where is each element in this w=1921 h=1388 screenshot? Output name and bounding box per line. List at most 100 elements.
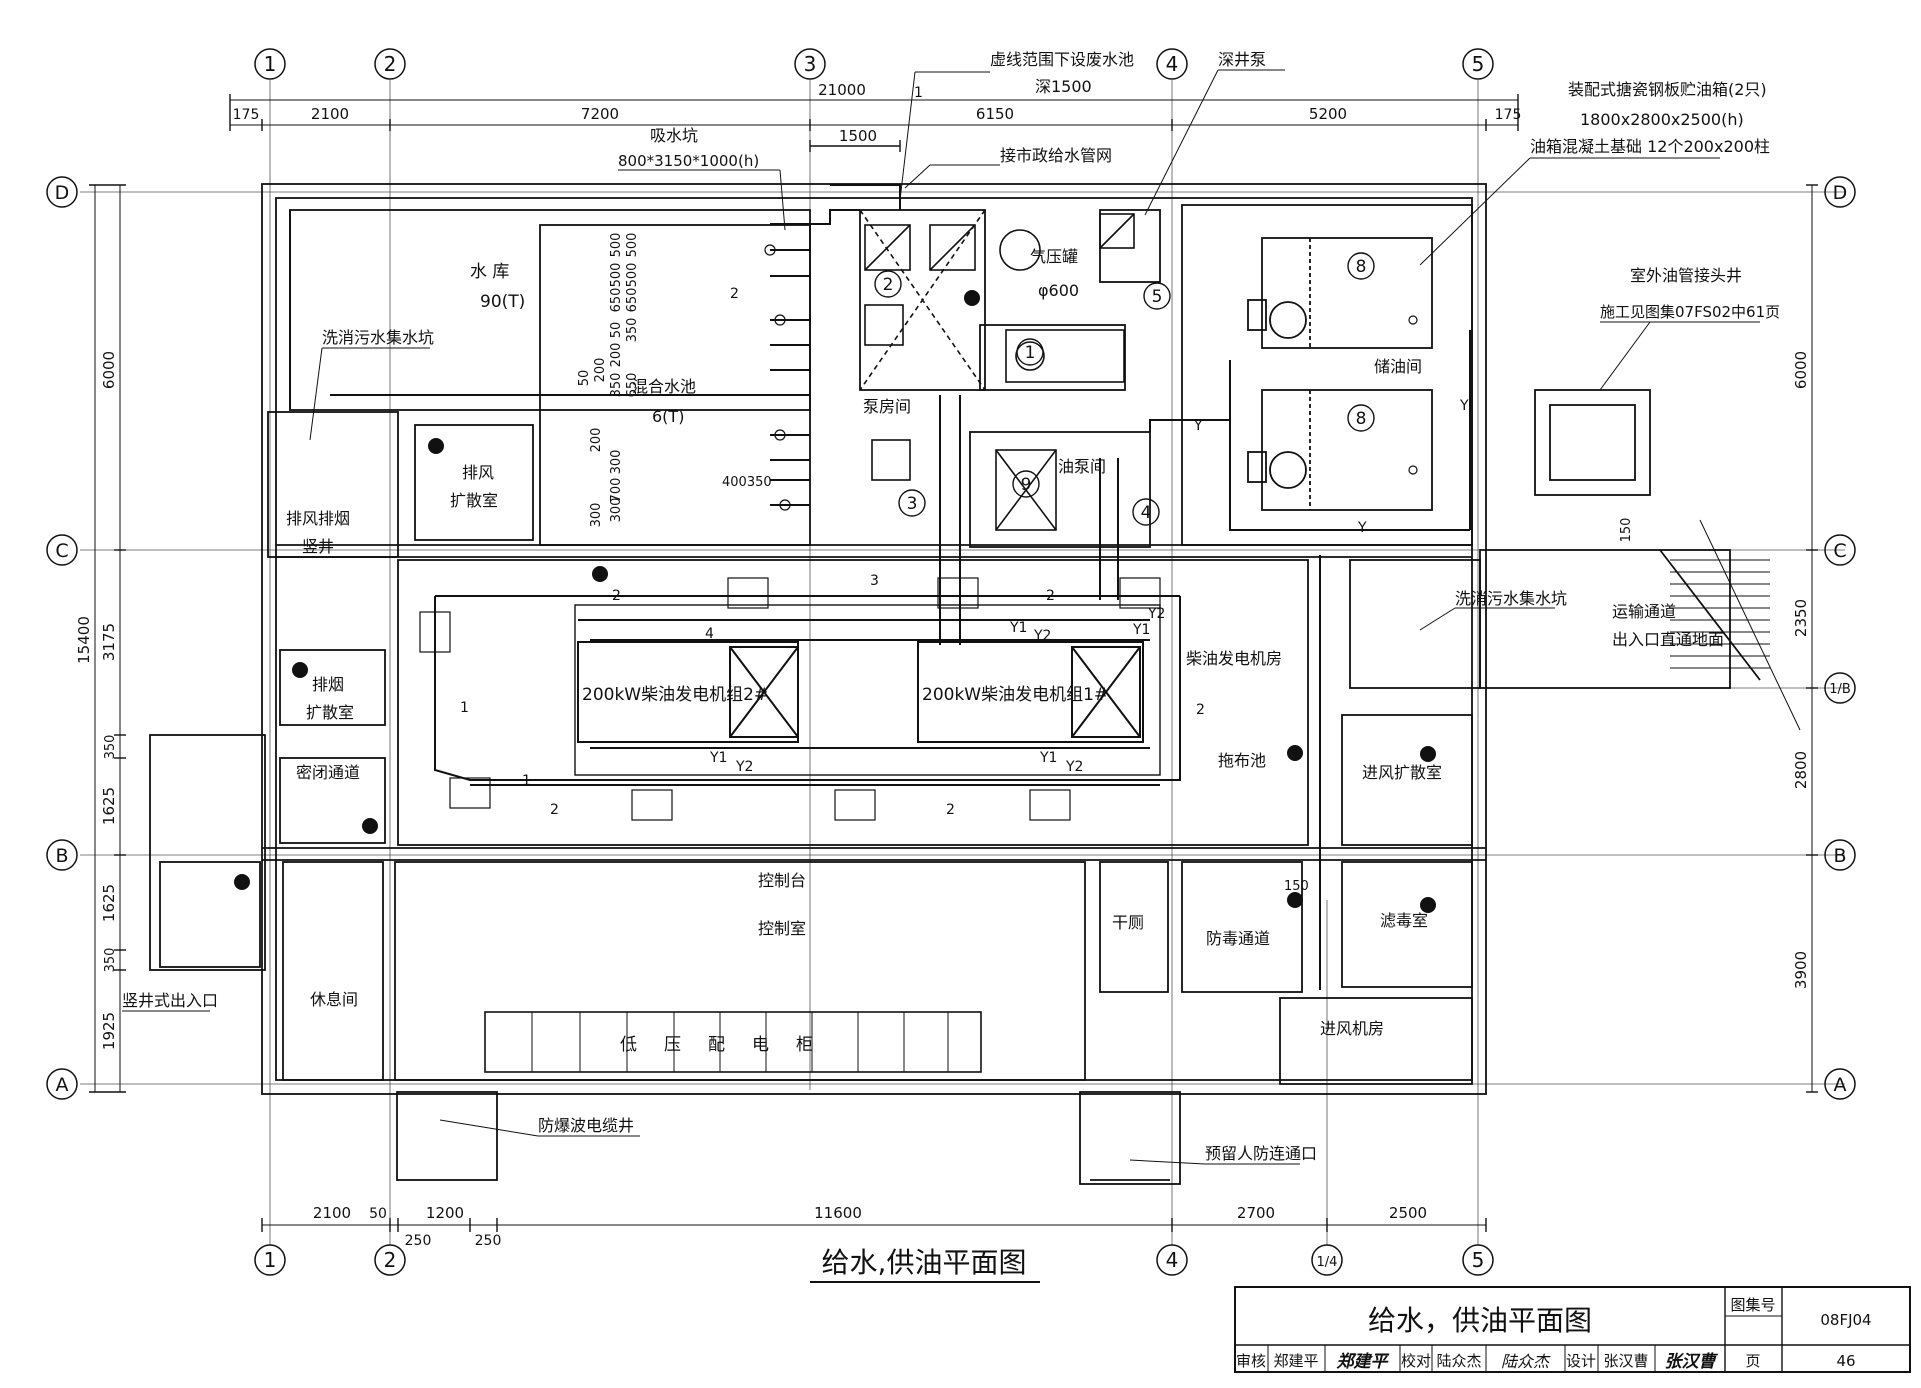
axis-bubble-right-D: D [1824,176,1856,208]
dim-left-1625b: 1625 [100,884,118,922]
label-pressure-tank: 气压罐 [1030,247,1078,266]
checker-signature: 陆众杰 [1501,1352,1551,1371]
label-mixing-pool-cap: 6(T) [652,407,684,426]
label-pump-room: 泵房间 [863,397,911,416]
label-gen2: 200kW柴油发电机组2# [582,685,768,705]
label-generator-room: 柴油发电机房 [1186,649,1282,668]
title-block-main-title: 给水，供油平面图 [1368,1304,1592,1337]
label-water-tank: 水 库 [470,262,509,282]
oil-tank-top [1261,237,1433,349]
svg-text:A: A [1834,1074,1847,1096]
axis-bubble-bottom-4: 4 [1156,1244,1188,1276]
axis-bubble-bottom-2: 2 [374,1244,406,1276]
svg-text:C: C [1833,540,1846,562]
svg-text:200: 200 [589,428,604,453]
dimension-bottom: 2100 50 1200 11600 2700 2500 250 250 [261,1204,1487,1249]
svg-text:电: 电 [752,1035,769,1055]
axis-bubble-left-C: C [46,534,78,566]
designer-role: 设计 [1566,1352,1596,1370]
svg-text:Y1: Y1 [1009,620,1027,636]
svg-text:柜: 柜 [796,1035,813,1055]
label-oil-tank: 装配式搪瓷钢板贮油箱(2只) [1568,80,1767,99]
svg-text:Y2: Y2 [1147,606,1165,622]
axis-bubble-top-1: 1 [254,48,286,80]
designer-signature: 张汉曹 [1665,1352,1719,1372]
svg-text:4: 4 [1166,52,1179,76]
label-smoke-exp: 排烟 [312,675,344,694]
dimension-top: 21000 175 2100 7200 6150 5200 175 1500 [229,81,1522,152]
axis-bubble-top-4: 4 [1156,48,1188,80]
svg-text:3: 3 [804,52,817,76]
axis-bubble-top-2: 2 [374,48,406,80]
axis-bubble-top-3: 3 [794,48,826,80]
svg-text:Y1: Y1 [1132,622,1150,638]
mark-5: 5 [1143,282,1171,310]
label-intake-room: 进风机房 [1320,1019,1384,1038]
dim-left-3175: 3175 [100,623,118,661]
pipe-size-stacks: 500 500 500 500 650 650 50 350 200 50 20… [577,233,1309,894]
svg-text:1/B: 1/B [1829,682,1851,697]
dim-bottom-2700: 2700 [1237,1204,1275,1222]
label-oil-tank-size: 1800x2800x2500(h) [1580,110,1744,129]
label-control-room: 控制室 [758,919,806,938]
svg-text:5: 5 [1472,1248,1485,1272]
axis-bubble-left-B: B [46,839,78,871]
svg-text:1: 1 [1025,343,1036,363]
svg-text:A: A [56,1074,69,1096]
label-sewage-pit-left: 洗消污水集水坑 [322,328,434,347]
dim-top-6150: 6150 [976,105,1014,123]
label-reserved-door: 预留人防连通口 [1205,1144,1317,1163]
checker-role: 校对 [1401,1352,1431,1370]
oil-joint-well [1534,389,1651,496]
label-oil-storage: 储油间 [1374,357,1422,376]
mark-1: 1 [1016,338,1044,366]
label-water-tank-cap: 90(T) [480,292,525,312]
svg-text:700: 700 [609,478,624,503]
dim-top-175-left: 175 [233,107,260,123]
svg-text:低: 低 [620,1035,637,1055]
axis-bubble-left-D: D [46,176,78,208]
oil-tanks [1247,237,1651,511]
column-bubbles-bottom: 1 2 4 1/4 5 [254,1244,1494,1276]
axis-bubble-bottom-1: 1 [254,1244,286,1276]
designer-name: 张汉曹 [1603,1352,1648,1370]
title-block: 给水，供油平面图 图集号 08FJ04 页 46 审核 郑建平 郑建平 校对 陆… [1234,1286,1911,1373]
label-dry-toilet: 干厕 [1112,913,1144,932]
axis-bubble-right-1-B: 1/B [1824,672,1856,704]
label-sewage-pit-right: 洗消污水集水坑 [1455,589,1567,608]
svg-text:D: D [55,182,70,204]
label-rest-room: 休息间 [310,990,358,1009]
dim-right-6000: 6000 [1792,351,1810,389]
svg-text:1: 1 [264,52,277,76]
label-waste-pool: 虚线范围下设废水池 [990,50,1134,69]
svg-text:2: 2 [612,588,621,604]
dim-bottom-250b: 250 [475,1233,502,1249]
svg-text:2: 2 [883,275,894,295]
generators [574,604,1161,776]
svg-text:150: 150 [1284,879,1309,894]
label-transport-2: 出入口直通地面 [1612,630,1724,649]
label-oil-joint-well: 室外油管接头井 [1630,266,1742,285]
label-shaft-exit: 竖井式出入口 [122,991,218,1010]
svg-text:4: 4 [1166,1248,1179,1272]
oil-tank-bottom [1261,389,1433,511]
axis-bubble-right-B: B [1824,839,1856,871]
axis-bubble-right-C: C [1824,534,1856,566]
label-pressure-tank-size: φ600 [1038,281,1079,300]
axis-grid [80,80,1845,1245]
mark-8-bottom: 8 [1347,404,1375,432]
room-labels: 水 库 90(T) 吸水坑 800*3150*1000(h) 混合水池 6(T)… [122,50,1780,1163]
svg-text:650: 650 [625,288,640,313]
axis-bubble-top-5: 5 [1462,48,1494,80]
svg-text:50: 50 [577,370,592,387]
label-oil-base: 油箱混凝土基础 12个200x200柱 [1530,137,1770,156]
label-suction-pit: 吸水坑 [650,126,698,145]
reviewer-signature: 郑建平 [1337,1352,1390,1372]
checker-name: 陆众杰 [1436,1352,1481,1370]
svg-text:200: 200 [609,343,624,368]
dim-bottom-2500: 2500 [1389,1204,1427,1222]
row-bubbles-right: D C 1/B B A [1824,176,1856,1100]
svg-text:500: 500 [625,263,640,288]
dim-top-175-right: 175 [1495,107,1522,123]
dim-bottom-1200: 1200 [426,1204,464,1222]
